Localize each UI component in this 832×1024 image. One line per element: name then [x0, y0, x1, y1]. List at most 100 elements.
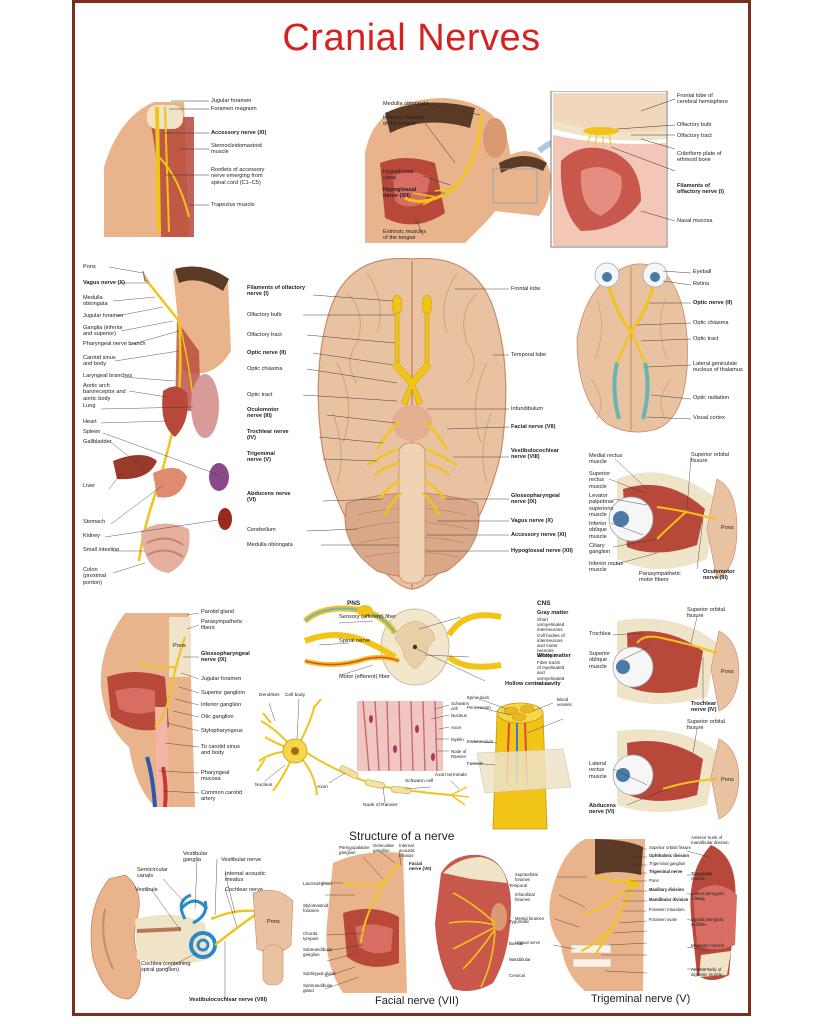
label-facial-brain: Facial nerve (VII): [511, 424, 556, 430]
label-lingual-nerve: Lingual nerve: [515, 940, 541, 945]
label-trochlear-nerve: Trochlear nerve (IV): [691, 701, 717, 714]
label-node-tissue: Node of Ranvier: [451, 749, 467, 759]
hypoglossal-nerve-panel: Medulla oblongata Intrinsic muscles of t…: [305, 93, 555, 253]
label-hypoglossal-canal: Hypoglossal canal: [383, 169, 414, 182]
label-olfactory-tract: Olfactory tract: [677, 133, 712, 139]
label-pons-oculo: Pons: [721, 525, 734, 531]
label-motor-fiber: Motor (efferent) fiber: [339, 674, 390, 680]
trigeminal-nerve-caption: Trigeminal nerve (V): [591, 993, 691, 1005]
label-optic-chiasma-visual: Optic chiasma: [693, 320, 729, 326]
accessory-nerve-panel: Jugular foramen Foramen magnum Accessory…: [99, 97, 285, 237]
trochlear-panel: Trochlea Superior orbital fissure Superi…: [587, 607, 748, 715]
label-node-ranvier-neuron: Node of Ranvier: [363, 803, 398, 808]
label-trapezius: Trapezius muscle: [211, 202, 255, 208]
label-axon-tissue: Axon: [451, 725, 462, 730]
label-superior-orbital-fissure-abd: Superior orbital fissure: [687, 719, 725, 732]
label-parasympathetic-motor: Parasympathetic motor fibers: [639, 571, 681, 584]
label-trochlea: Trochlea: [589, 631, 611, 637]
label-kidney: Kidney: [83, 533, 101, 539]
label-mandibular-division: Mandibular division: [649, 897, 689, 902]
label-sternocleidomastoid: Sternocleidomastoid muscle: [211, 143, 262, 156]
label-filaments-olfactory-brain: Filaments of olfactory nerve (I): [247, 285, 306, 298]
brain-illustration: [302, 257, 510, 590]
label-superior-oblique: Superior oblique muscle: [589, 651, 611, 670]
label-sensory-fiber: Sensory (afferent) fiber: [339, 614, 397, 620]
glossopharyngeal-panel: Parotid gland Parasympathetic fibers Glo…: [95, 607, 255, 813]
label-oculomotor-nerve: Oculomotor nerve (III): [703, 569, 735, 582]
label-axon-terminals: Axon terminals: [435, 773, 467, 778]
abducens-panel: Superior orbital fissure Lateral rectus …: [587, 719, 748, 823]
visual-pathway-illustration: [576, 262, 692, 433]
label-otic-ganglion: Otic ganglion: [201, 714, 234, 720]
label-superior-ganglion: Superior ganglion: [201, 690, 245, 696]
label-retina: Retina: [693, 281, 710, 287]
label-optic-tract-visual: Optic tract: [693, 336, 719, 342]
ear-illustration: [90, 858, 294, 1000]
label-spinal-nerve: Spinal nerve: [339, 638, 371, 644]
label-facial-nerve-vii: Facial nerve (VII): [409, 861, 432, 872]
nerve-bundle-panel: Epineurium Perineurium Endoneurium Fasci…: [467, 693, 587, 833]
label-schwann-tissue: Schwann cell: [451, 701, 470, 711]
nerve-tissue-illustration: [357, 700, 450, 772]
label-vagus-brain: Vagus nerve (X): [511, 518, 553, 524]
label-ciliary-ganglion: Ciliary ganglion: [589, 543, 611, 556]
label-accessory-brain: Accessory nerve (XI): [511, 532, 567, 538]
label-parasympathetic-fibers: Parasympathetic fibers: [201, 619, 243, 632]
head-tongue-illustration: [365, 98, 511, 243]
label-cribriform-plate: Cribriform plate of ethmoid bone: [677, 151, 722, 164]
label-pons: Pons: [83, 264, 96, 270]
label-carotid-sinus: Carotid sinus and body: [83, 355, 116, 368]
label-foramen-ovale: Foramen ovale: [649, 917, 677, 922]
trochlear-eye-illustration: [612, 616, 740, 712]
vestibulocochlear-panel: Vestibular ganglia Vestibular nerve Semi…: [85, 849, 303, 1009]
label-optic-nerve-brain: Optic nerve (II): [247, 350, 287, 356]
label-vestibular-nerve: Vestibular nerve: [221, 857, 262, 863]
label-heart: Heart: [83, 419, 97, 425]
label-hollow-central-cavity: Hollow central cavity: [505, 681, 561, 687]
label-nucleus-neuron: Nucleus: [255, 783, 273, 788]
label-lacrimal-gland: Lacrimal gland: [303, 881, 332, 886]
label-optic-radiation: Optic radiation: [693, 395, 730, 401]
label-eyeball: Eyeball: [693, 269, 712, 275]
label-olfactory-bulb-brain: Olfactory bulb: [247, 312, 282, 318]
neuron-illustration: [256, 698, 470, 806]
poster: Cranial Nerves Jugular foramen Foramen m…: [72, 0, 751, 1016]
oculomotor-panel: Medial rectus muscle Superior orbital fi…: [587, 449, 748, 595]
gray-matter-description: Short unmyelinated interneurons Cell bod…: [537, 617, 565, 659]
label-nasal-mucosa: Nasal mucosa: [677, 218, 713, 224]
label-cochlear-nerve: Cochlear nerve: [225, 887, 263, 893]
label-laryngeal: Laryngeal branches: [83, 373, 133, 379]
label-myelin-tissue: Myelin: [451, 737, 464, 742]
label-stomach: Stomach: [83, 519, 106, 525]
label-jugular-foramen: Jugular foramen: [211, 98, 252, 104]
label-endoneurium: Endoneurium: [467, 739, 494, 744]
label-optic-chiasma-brain: Optic chiasma: [247, 366, 283, 372]
label-cervical-branch: Cervical: [509, 973, 525, 978]
label-small-intestine: Small intestine: [83, 547, 120, 553]
label-lateral-rectus: Lateral rectus muscle: [589, 761, 607, 780]
label-colon: Colon (proximal portion): [83, 567, 107, 586]
label-vestibulocochlear-nerve: Vestibulocochlear nerve (VIII): [189, 997, 268, 1003]
label-masseter: Masseter muscle: [691, 943, 725, 948]
nerve-bundle-illustration: [470, 698, 572, 830]
label-cerebellum: Cerebellum: [247, 527, 276, 533]
label-lateral-pterygoid: Lateral pterygoid muscle: [691, 891, 724, 901]
label-sublingual-gland: Sublingual gland: [303, 971, 336, 976]
label-axon: Axon: [317, 785, 328, 790]
label-submandibular-gland: Submandibular gland: [303, 983, 333, 993]
label-stylopharyngeus: Stylopharyngeus: [201, 728, 243, 734]
label-temporal-branch: Temporal: [509, 883, 528, 888]
label-abducens-nerve: Abducens nerve (VI): [589, 803, 617, 816]
label-pons-ear: Pons: [267, 919, 280, 925]
neuron-panel: Dendrites Cell body Nucleus Axon Node of…: [255, 691, 475, 811]
label-trigeminal-nerve-label: Trigeminal nerve: [649, 869, 683, 874]
vagus-nerve-panel: Pons Vagus nerve (X) Medulla oblongata J…: [83, 261, 233, 591]
label-fascicle: Fascicle: [467, 761, 484, 766]
label-zygomatic-branch: Zygomatic: [509, 919, 530, 924]
label-medial-pterygoid: Medial pterygoid muscle: [691, 917, 724, 927]
white-matter-description: Fiber tracts of myelinated and unmyelina…: [537, 660, 565, 686]
facial-nerve-illustration: [319, 850, 511, 993]
label-dendrites: Dendrites: [259, 693, 280, 698]
label-medial-rectus: Medial rectus muscle: [589, 453, 623, 466]
label-abducens-brain: Abducens nerve (VI): [247, 491, 291, 504]
